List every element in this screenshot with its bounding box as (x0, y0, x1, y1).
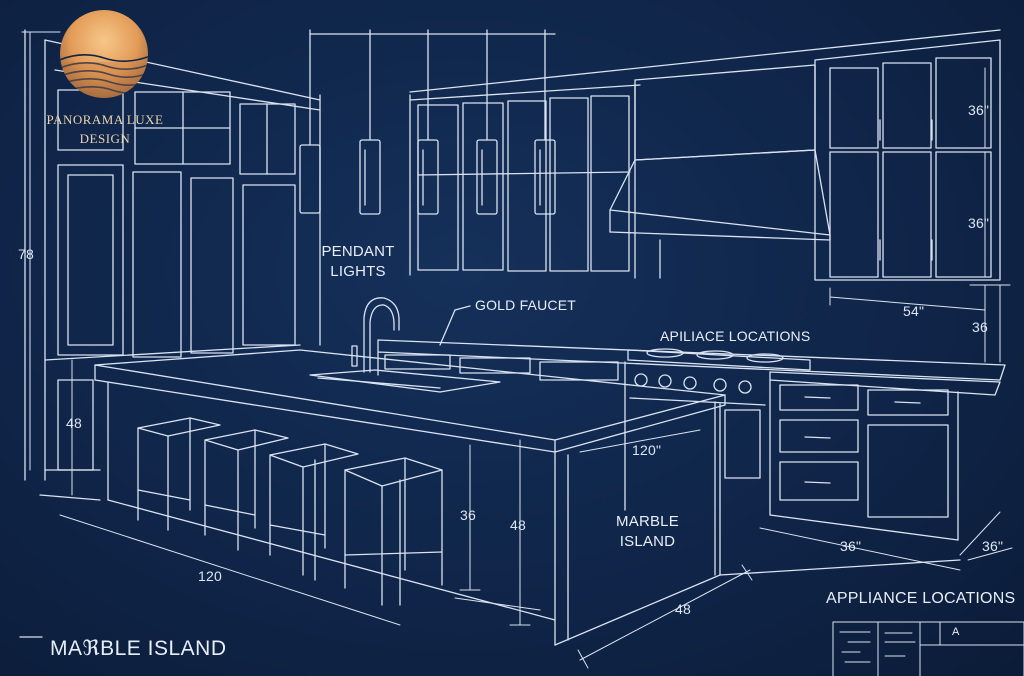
appliance-locations-bottom-label: APPLIANCE LOCATIONS (826, 590, 1016, 607)
dim-island-length: 120 (198, 568, 222, 584)
dim-island-counter-height: 36 (460, 507, 476, 523)
range-hood (609, 64, 831, 241)
marble-island-footer-title: MAℜBLE ISLAND (50, 637, 227, 660)
marble-island (94, 349, 726, 646)
title-block (832, 621, 1024, 676)
dim-upper-cabinet-top: 36" (968, 102, 990, 118)
pendant-lights (299, 29, 556, 215)
base-dimension-lines (759, 511, 1013, 571)
right-dimension-lines (829, 67, 1011, 363)
dim-base-run-2: 36" (982, 538, 1004, 554)
pendant-lights-label: PENDANT LIGHTS (318, 242, 398, 282)
brand-name-line2: DESIGN (79, 131, 131, 146)
left-wall-windows (24, 29, 321, 481)
island-dimension-lines (59, 429, 753, 669)
upper-cabinets-back (409, 29, 1001, 279)
dim-window-sill: 48 (66, 415, 82, 431)
appliance-locations-top-label: APILIACE LOCATIONS (660, 328, 811, 344)
dim-island-top-length: 120" (632, 442, 662, 458)
back-counter-base (377, 339, 1006, 541)
bar-stools (137, 417, 443, 606)
dim-base-run-1: 36" (840, 538, 862, 554)
marble-island-label: MARBLE ISLAND (600, 512, 695, 552)
dim-counter-height-right: 36 (972, 319, 988, 335)
left-dimension-lines (21, 31, 73, 496)
floor-lines (39, 494, 961, 576)
title-block-symbol: A (952, 626, 960, 638)
dim-island-total-height: 48 (510, 517, 526, 533)
gold-faucet-label: GOLD FAUCET (475, 297, 576, 313)
marble-island-line2: ISLAND (619, 533, 676, 550)
dim-island-depth: 48 (675, 601, 691, 617)
marble-island-line1: MARBLE (616, 513, 679, 530)
brand-name: PANORAMA LUXE DESIGN (40, 110, 170, 148)
dim-wall-height: 78 (18, 246, 34, 262)
brand-logo (60, 10, 148, 98)
pendant-label-line2: LIGHTS (330, 263, 386, 280)
dim-upper-cabinet-mid: 36" (968, 215, 990, 231)
pendant-label-line1: PENDANT (321, 243, 395, 260)
right-tall-cabinets (814, 39, 1001, 281)
brand-name-line1: PANORAMA LUXE (46, 112, 164, 127)
dim-counter-width: 54" (903, 303, 925, 319)
gold-faucet (351, 297, 471, 373)
